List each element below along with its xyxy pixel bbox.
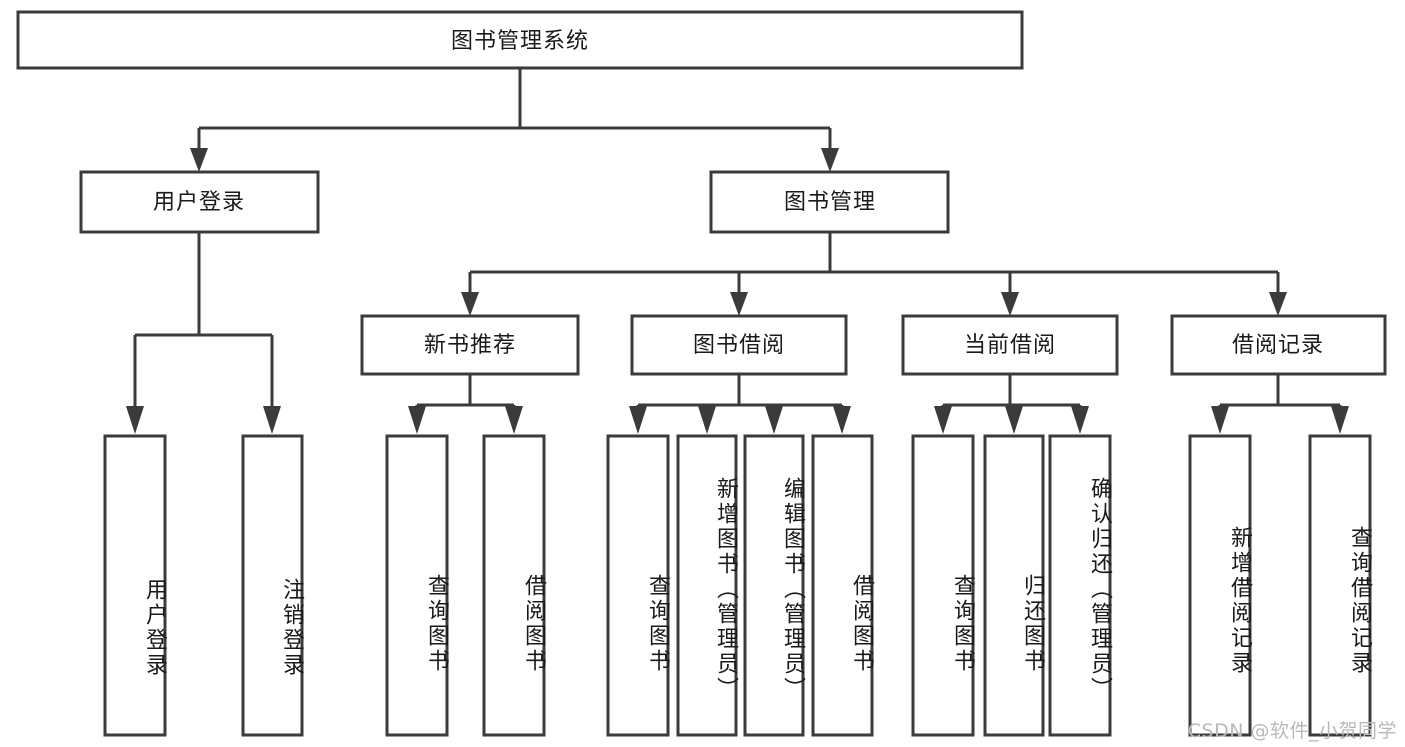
arrow-head-leaf-logout (263, 406, 281, 434)
arrow-head-borrow-record (1269, 292, 1287, 316)
node-book-borrow-box[interactable] (630, 314, 848, 376)
arrow-head-leaf-return-book (1005, 406, 1023, 434)
leaf-box-query-book-3[interactable] (911, 434, 975, 737)
node-book-management-label: 图书管理 (784, 190, 876, 215)
arrow-head-leaf-user-login (126, 406, 144, 434)
node-borrow-record[interactable]: 借阅记录 (1170, 314, 1387, 376)
arrow-head-new-book-rec (461, 292, 479, 316)
node-new-book-recommend-box[interactable] (360, 314, 580, 376)
node-current-borrow-label: 当前借阅 (964, 333, 1056, 358)
node-current-borrow-box[interactable] (901, 314, 1119, 376)
connector-group-book-mgmt (461, 232, 1287, 316)
node-current-borrow[interactable]: 当前借阅 (901, 314, 1119, 376)
node-root[interactable]: 图书管理系统 (16, 10, 1024, 70)
connector-group-new-book-rec (408, 374, 523, 434)
leaf-box-edit-book[interactable] (743, 434, 805, 737)
node-new-book-recommend-label: 新书推荐 (424, 333, 516, 358)
arrow-head-leaf-query-book-2 (629, 406, 647, 434)
leaf-box-logout[interactable] (241, 434, 304, 737)
node-book-borrow-label: 图书借阅 (693, 333, 785, 358)
node-user-login[interactable]: 用户登录 (79, 170, 320, 234)
node-user-login-label: 用户登录 (153, 190, 245, 215)
node-book-management[interactable]: 图书管理 (709, 170, 950, 234)
csdn-watermark: CSDN @软件_小贺同学 (1187, 720, 1397, 742)
arrow-head-leaf-add-record (1211, 406, 1229, 434)
leaf-box-borrow-book-2[interactable] (811, 434, 874, 737)
connector-group-borrow-record (1211, 374, 1349, 434)
node-user-login-box[interactable] (79, 170, 320, 234)
leaf-box-add-borrow-record[interactable] (1188, 434, 1252, 737)
node-book-borrow[interactable]: 图书借阅 (630, 314, 848, 376)
node-borrow-record-label: 借阅记录 (1232, 333, 1324, 358)
leaf-box-borrow-book-1[interactable] (482, 434, 546, 737)
arrow-head-user-login (190, 148, 208, 172)
node-root-box[interactable] (16, 10, 1024, 70)
connector-group-book-borrow (629, 374, 851, 434)
arrow-head-leaf-add-book (698, 406, 716, 434)
node-book-management-box[interactable] (709, 170, 950, 234)
connector-group-root (190, 68, 839, 172)
leaf-boxes (103, 434, 1372, 737)
arrow-head-leaf-borrow-book-2 (833, 406, 851, 434)
node-root-label: 图书管理系统 (451, 29, 589, 54)
arrow-head-leaf-edit-book (765, 406, 783, 434)
connector-group-current-borrow (934, 374, 1089, 434)
node-borrow-record-box[interactable] (1170, 314, 1387, 376)
arrow-head-leaf-query-book-3 (934, 406, 952, 434)
arrow-head-current-borrow (1001, 292, 1019, 316)
leaf-box-add-book[interactable] (676, 434, 738, 737)
arrow-head-book-borrow (730, 292, 748, 316)
arrow-head-book-mgmt (821, 148, 839, 172)
arrow-head-leaf-query-book-1 (408, 406, 426, 434)
node-new-book-recommend[interactable]: 新书推荐 (360, 314, 580, 376)
leaf-box-confirm-return[interactable] (1048, 434, 1112, 737)
arrow-head-leaf-query-record (1331, 406, 1349, 434)
arrow-head-leaf-confirm-return (1071, 406, 1089, 434)
leaf-box-query-book-1[interactable] (385, 434, 449, 737)
leaf-box-query-borrow-record[interactable] (1308, 434, 1372, 737)
arrow-head-leaf-borrow-book-1 (505, 406, 523, 434)
leaf-box-user-login[interactable] (103, 434, 167, 737)
leaf-box-return-book[interactable] (983, 434, 1045, 737)
connector-group-user-login (126, 232, 281, 434)
leaf-box-query-book-2[interactable] (606, 434, 670, 737)
